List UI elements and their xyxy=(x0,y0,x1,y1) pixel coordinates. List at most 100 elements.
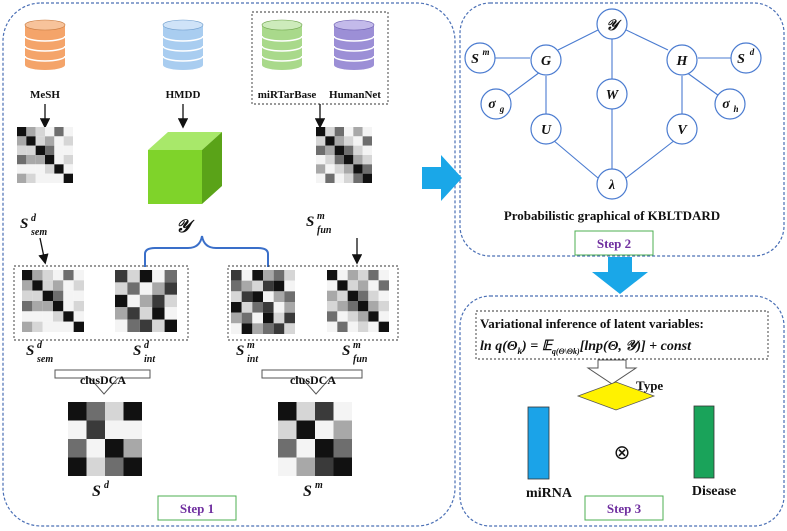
heatmap-cell xyxy=(139,282,153,295)
mirtarbase-label: miRTarBase xyxy=(258,89,317,101)
heatmap-cell xyxy=(333,402,352,421)
heatmap-cell xyxy=(353,127,363,137)
heatmap-cell xyxy=(344,155,354,165)
heatmap-cell xyxy=(139,294,153,308)
svg-text:m: m xyxy=(353,340,361,351)
clusdca-label-disease: clusDCA xyxy=(80,373,126,387)
heatmap-cell xyxy=(296,402,315,421)
fun-matrix-label: S m fun xyxy=(306,211,332,236)
heatmap-cell xyxy=(42,270,53,281)
heatmap-cell xyxy=(22,301,33,312)
svg-text:G: G xyxy=(541,54,551,69)
heatmap-cell xyxy=(378,290,389,301)
heatmap-cell xyxy=(152,307,165,320)
heatmap-cell xyxy=(45,164,55,174)
heatmap-cell xyxy=(241,323,253,334)
heatmap-cell xyxy=(344,136,354,146)
node-v: V xyxy=(666,113,698,145)
association-tensor-cube xyxy=(148,132,222,204)
heatmap-cell xyxy=(327,280,338,291)
mesh-label: MeSH xyxy=(30,89,60,101)
heatmap-cell xyxy=(127,282,140,295)
heatmap-cell xyxy=(123,457,142,476)
heatmap-cell xyxy=(316,173,326,183)
heatmap-cell xyxy=(315,457,334,476)
heatmap-cell xyxy=(284,323,295,334)
heatmap-cell xyxy=(164,319,177,332)
heatmap-cell xyxy=(63,173,73,183)
sem-similarity-matrix-copy xyxy=(22,270,84,332)
heatmap-cell xyxy=(252,270,263,281)
heatmap-cell xyxy=(263,280,274,292)
heatmap-cell xyxy=(32,321,43,332)
heatmap-cell xyxy=(54,164,64,174)
heatmap-cell xyxy=(54,127,64,137)
heatmap-cell xyxy=(115,319,128,332)
heatmap-cell xyxy=(26,173,36,183)
svg-text:S: S xyxy=(20,216,28,232)
heatmap-cell xyxy=(17,173,27,183)
sd-label: S d xyxy=(92,480,110,500)
heatmap-cell xyxy=(35,155,45,165)
graph-edges xyxy=(494,27,732,179)
heatmap-cell xyxy=(368,280,379,291)
heatmap-cell xyxy=(273,270,285,281)
heatmap-cell xyxy=(347,301,358,312)
heatmap-cell xyxy=(263,312,274,324)
heatmap-cell xyxy=(334,145,344,155)
heatmap-cell xyxy=(53,301,64,312)
heatmap-cell xyxy=(164,270,177,283)
heatmap-cell xyxy=(362,127,372,137)
heatmap-cell xyxy=(35,173,45,183)
svg-text:S: S xyxy=(737,52,745,67)
heatmap-cell xyxy=(152,282,165,295)
heatmap-cell xyxy=(252,291,263,302)
heatmap-cell xyxy=(241,302,253,313)
heatmap-cell xyxy=(325,173,335,183)
heatmap-cell xyxy=(334,164,344,174)
heatmap-cell xyxy=(35,164,45,174)
heatmap-cell xyxy=(284,291,295,302)
type-hollow-arrow xyxy=(586,359,638,385)
step1-badge xyxy=(157,495,237,521)
arrow-step1-to-step2 xyxy=(422,155,462,201)
heatmap-cell xyxy=(353,164,363,174)
heatmap-cell xyxy=(353,145,363,155)
svg-text:int: int xyxy=(144,354,156,365)
heatmap-cell xyxy=(327,301,338,312)
heatmap-cell xyxy=(378,301,389,312)
svg-text:d: d xyxy=(750,47,755,57)
heatmap-cell xyxy=(63,321,74,332)
heatmap-cell xyxy=(347,321,358,332)
heatmap-cell xyxy=(315,439,334,458)
heatmap-cell xyxy=(263,270,274,281)
sd-final-matrix xyxy=(68,402,142,476)
step2-badge-label: Step 2 xyxy=(597,236,631,251)
svg-text:d: d xyxy=(144,340,150,351)
heatmap-cell xyxy=(53,311,64,322)
sm-final-matrix xyxy=(278,402,352,476)
heatmap-cell xyxy=(127,270,140,283)
heatmap-cell xyxy=(347,311,358,322)
heatmap-cell xyxy=(86,439,105,458)
heatmap-cell xyxy=(105,439,124,458)
heatmap-cell xyxy=(296,420,315,439)
sem-matrix-label: S d sem xyxy=(20,213,47,238)
svg-text:W: W xyxy=(606,88,620,103)
svg-text:S: S xyxy=(342,343,350,359)
heatmap-cell xyxy=(68,439,87,458)
heatmap-cell xyxy=(327,270,338,281)
mirna-label: miRNA xyxy=(526,486,573,501)
heatmap-cell xyxy=(115,270,128,283)
svg-text:S: S xyxy=(133,343,141,359)
svg-text:λ: λ xyxy=(608,178,615,193)
heatmap-cell xyxy=(42,311,53,322)
heatmap-cell xyxy=(63,311,74,322)
heatmap-cell xyxy=(32,301,43,312)
heatmap-cell xyxy=(152,294,165,308)
heatmap-cell xyxy=(63,290,74,301)
heatmap-cell xyxy=(344,173,354,183)
clusdca-arrow-mirna xyxy=(261,369,363,395)
heatmap-cell xyxy=(17,145,27,155)
